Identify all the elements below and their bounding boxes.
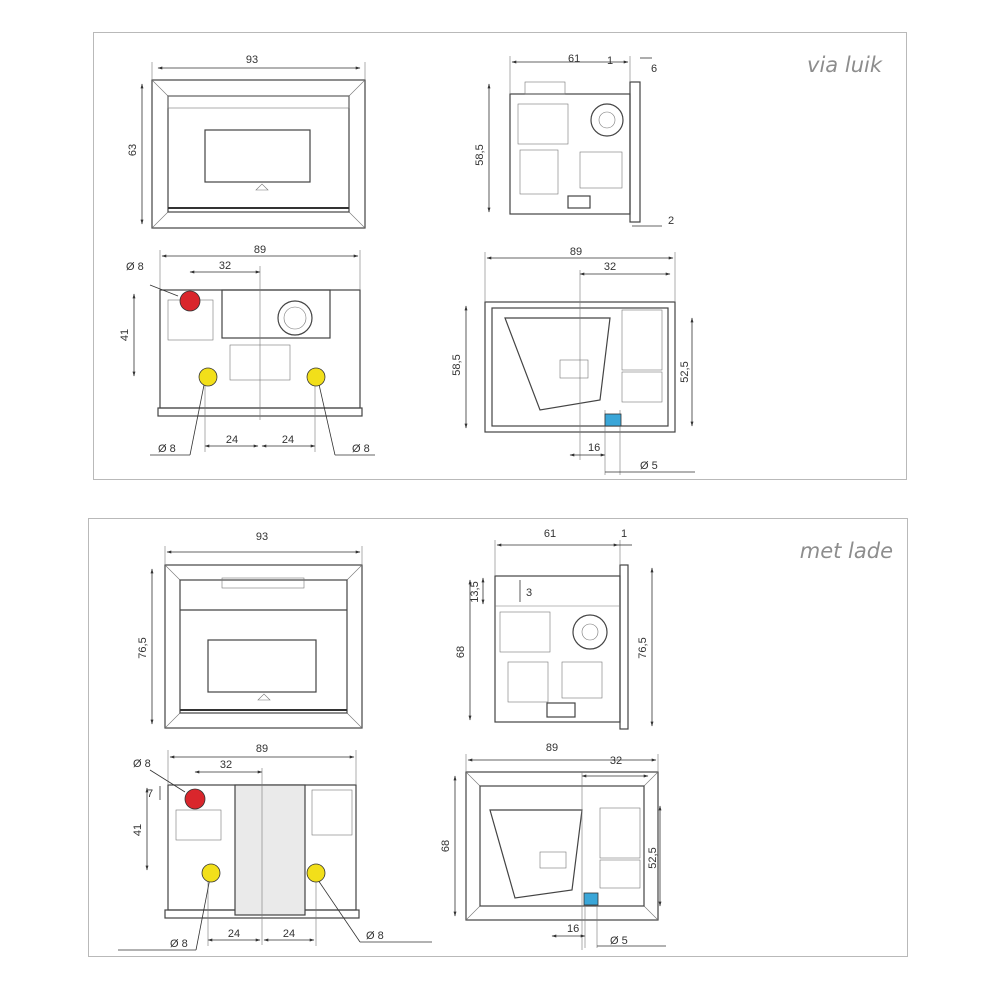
dim-side-765-lade: 76,5 <box>637 637 649 658</box>
dim-plan-525-lade: 52,5 <box>647 847 659 868</box>
side-view-met-lade <box>468 540 654 730</box>
dim-side-height: 58,5 <box>474 144 486 165</box>
dim-plan-32: 32 <box>604 261 616 273</box>
section-title-via-luik: via luik <box>807 53 882 77</box>
air-port-yellow-left-icon <box>198 367 218 387</box>
dim-back-32: 32 <box>219 260 231 272</box>
dim-side-135-lade: 13,5 <box>469 581 481 602</box>
back-view-met-lade <box>118 750 432 951</box>
dim-front-width-lade: 93 <box>256 531 268 543</box>
dim-back-d8-left-lade: Ø 8 <box>170 938 188 950</box>
dim-back-d8-right-lade: Ø 8 <box>366 930 384 942</box>
dim-back-d8-left: Ø 8 <box>158 443 176 455</box>
dim-back-41-lade: 41 <box>132 824 144 836</box>
dim-back-24-left-lade: 24 <box>228 928 240 940</box>
dim-front-width: 93 <box>246 54 258 66</box>
dim-back-d8-top: Ø 8 <box>126 261 144 273</box>
dim-plan-width-lade: 89 <box>546 742 558 754</box>
dim-back-24-right: 24 <box>282 434 294 446</box>
side-view-via-luik <box>487 56 662 227</box>
dim-plan-16-lade: 16 <box>567 923 579 935</box>
dim-side-3-lade: 3 <box>526 587 532 599</box>
air-port-yellow-right-icon <box>306 367 326 387</box>
dim-back-24-left: 24 <box>226 434 238 446</box>
front-view-met-lade <box>150 546 363 729</box>
air-port-yellow-left-lade-icon <box>201 863 221 883</box>
dim-side-6: 6 <box>651 63 657 75</box>
dim-back-d8-right: Ø 8 <box>352 443 370 455</box>
port-blue-lade-icon <box>583 892 599 906</box>
dim-back-32-lade: 32 <box>220 759 232 771</box>
dim-side-68-lade: 68 <box>455 646 467 658</box>
back-view-via-luik <box>132 250 375 456</box>
dim-plan-d5-lade: Ø 5 <box>610 935 628 947</box>
dim-back-7-lade: 7 <box>147 788 153 800</box>
dim-side-depth: 61 <box>568 53 580 65</box>
plan-view-met-lade <box>453 754 666 950</box>
dim-plan-525: 52,5 <box>679 361 691 382</box>
dim-front-height-lade: 76,5 <box>137 637 149 658</box>
dim-plan-16: 16 <box>588 442 600 454</box>
dim-side-2: 2 <box>668 215 674 227</box>
dim-plan-d5: Ø 5 <box>640 460 658 472</box>
dim-back-d8-top-lade: Ø 8 <box>133 758 151 770</box>
panel-met-lade: met lade <box>88 518 908 957</box>
dim-side-1-lade: 1 <box>621 528 627 540</box>
section-title-met-lade: met lade <box>799 539 893 563</box>
flue-port-red-icon <box>179 290 201 312</box>
dim-back-width-lade: 89 <box>256 743 268 755</box>
dim-side-1: 1 <box>607 55 613 67</box>
dim-front-height: 63 <box>127 144 139 156</box>
dim-side-depth-lade: 61 <box>544 528 556 540</box>
dim-plan-depth: 58,5 <box>451 354 463 375</box>
plan-view-via-luik <box>464 252 695 475</box>
dim-back-24-right-lade: 24 <box>283 928 295 940</box>
dim-plan-width: 89 <box>570 246 582 258</box>
dim-plan-68-lade: 68 <box>440 840 452 852</box>
port-blue-icon <box>604 413 622 427</box>
dim-back-41: 41 <box>119 329 131 341</box>
air-port-yellow-right-lade-icon <box>306 863 326 883</box>
front-view-via-luik <box>140 62 366 229</box>
flue-port-red-lade-icon <box>184 788 206 810</box>
dim-back-width: 89 <box>254 244 266 256</box>
dim-plan-32-lade: 32 <box>610 755 622 767</box>
